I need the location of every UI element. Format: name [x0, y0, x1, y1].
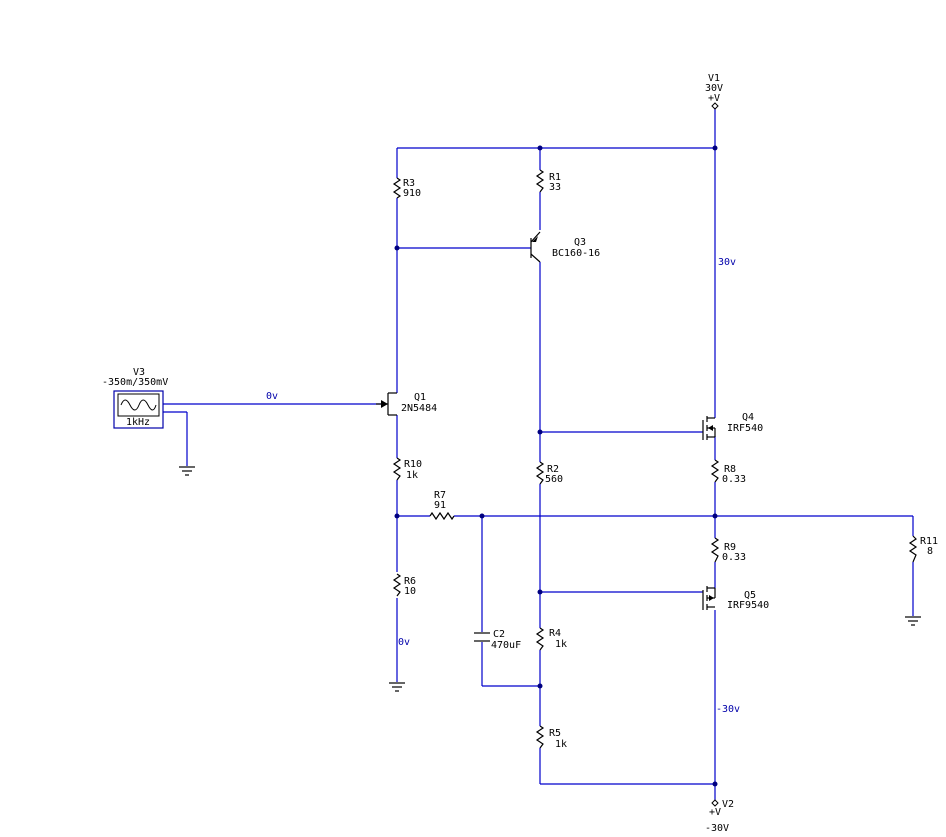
junction [537, 145, 543, 151]
resistor-r4 [535, 627, 545, 651]
r3-name-label: R3 [403, 178, 415, 189]
ground-r11 [905, 616, 921, 626]
v2-name-label: V2 [722, 799, 734, 810]
v3-value-label: -350m/350mV [102, 377, 168, 388]
r11-name-label: R11 [920, 536, 938, 547]
junction [394, 513, 400, 519]
supply-v1 [711, 102, 719, 110]
r8-value-label: 0.33 [722, 474, 746, 485]
ground-v3 [179, 466, 195, 476]
r5-value-label: 1k [555, 739, 567, 750]
q4-part-label: IRF540 [727, 423, 763, 434]
c2-value-label: 470uF [491, 640, 521, 651]
junction [479, 513, 485, 519]
v3-frequency-label: 1kHz [126, 417, 150, 428]
jfet-q1 [376, 392, 397, 416]
r4-name-label: R4 [549, 628, 561, 639]
junction [537, 683, 543, 689]
resistor-r8 [710, 459, 720, 483]
r6-name-label: R6 [404, 576, 416, 587]
junction [712, 145, 718, 151]
v1-value-label: 30V [705, 83, 723, 94]
r1-value-label: 33 [549, 182, 561, 193]
resistor-r6 [392, 573, 402, 597]
resistor-r10 [392, 457, 402, 481]
ground-r6 [389, 682, 405, 692]
v1-name-label: V1 [708, 73, 720, 84]
r2-name-label: R2 [547, 464, 559, 475]
r3-value-label: 910 [403, 188, 421, 199]
junction [537, 429, 543, 435]
junctions [394, 145, 718, 787]
q1-name-label: Q1 [414, 392, 426, 403]
r9-value-label: 0.33 [722, 552, 746, 563]
q4-name-label: Q4 [742, 412, 754, 423]
supply-v2 [711, 799, 719, 807]
mosfet-q4 [702, 416, 716, 440]
junction [712, 781, 718, 787]
net-label-source-ground: 0v [398, 637, 410, 648]
r10-value-label: 1k [406, 470, 418, 481]
junction [712, 513, 718, 519]
c2-name-label: C2 [493, 629, 505, 640]
junction [537, 589, 543, 595]
r1-name-label: R1 [549, 172, 561, 183]
r8-name-label: R8 [724, 464, 736, 475]
r6-value-label: 10 [404, 586, 416, 597]
v1-symbol-label: +V [708, 93, 720, 104]
v3-name-label: V3 [133, 367, 145, 378]
wires [163, 108, 914, 800]
q3-name-label: Q3 [574, 237, 586, 248]
r7-value-label: 91 [434, 500, 446, 511]
mosfet-q5 [702, 586, 716, 610]
resistor-r5 [535, 725, 545, 749]
bjt-q3 [530, 231, 541, 263]
r10-name-label: R10 [404, 459, 422, 470]
resistor-r3 [392, 177, 402, 199]
r2-value-label: 560 [545, 474, 563, 485]
q3-part-label: BC160-16 [552, 248, 600, 259]
v2-value-label: -30V [705, 823, 729, 834]
resistor-r2 [535, 461, 545, 485]
q1-part-label: 2N5484 [401, 403, 437, 414]
capacitor-c2 [474, 632, 490, 642]
r7-name-label: R7 [434, 490, 446, 501]
resistor-r1 [535, 169, 545, 193]
q5-part-label: IRF9540 [727, 600, 769, 611]
junction [394, 245, 400, 251]
resistor-r9 [710, 537, 720, 563]
resistor-r7 [429, 511, 455, 521]
r4-value-label: 1k [555, 639, 567, 650]
net-label-input: 0v [266, 391, 278, 402]
resistor-r11 [908, 535, 918, 563]
r5-name-label: R5 [549, 728, 561, 739]
r9-name-label: R9 [724, 542, 736, 553]
v2-symbol-label: +V [709, 807, 721, 818]
signal-source-v3 [113, 390, 164, 429]
q5-name-label: Q5 [744, 590, 756, 601]
r11-value-label: 8 [927, 546, 933, 557]
net-label-positive-rail: 30v [718, 257, 736, 268]
net-label-negative-rail: -30v [716, 704, 740, 715]
